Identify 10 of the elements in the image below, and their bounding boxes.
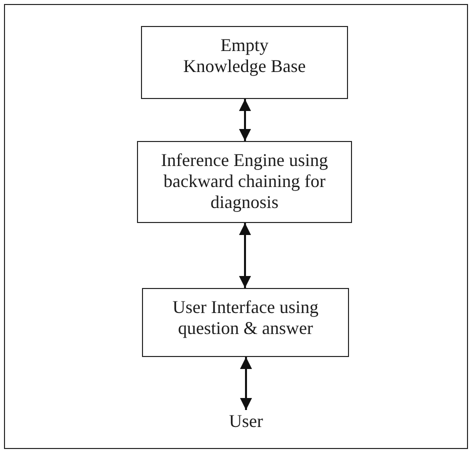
double-arrow (240, 357, 252, 410)
process-box (137, 141, 352, 223)
box-label: User Interface using question & answer (172, 297, 320, 339)
double-arrow (239, 223, 251, 288)
process-box (141, 26, 348, 99)
process-box (142, 288, 349, 357)
box-label: Empty Knowledge Base (182, 35, 307, 77)
double-arrow (239, 99, 251, 141)
box-label: Inference Engine using backward chaining for diagnosis (160, 150, 329, 213)
node-label: User (196, 410, 296, 432)
